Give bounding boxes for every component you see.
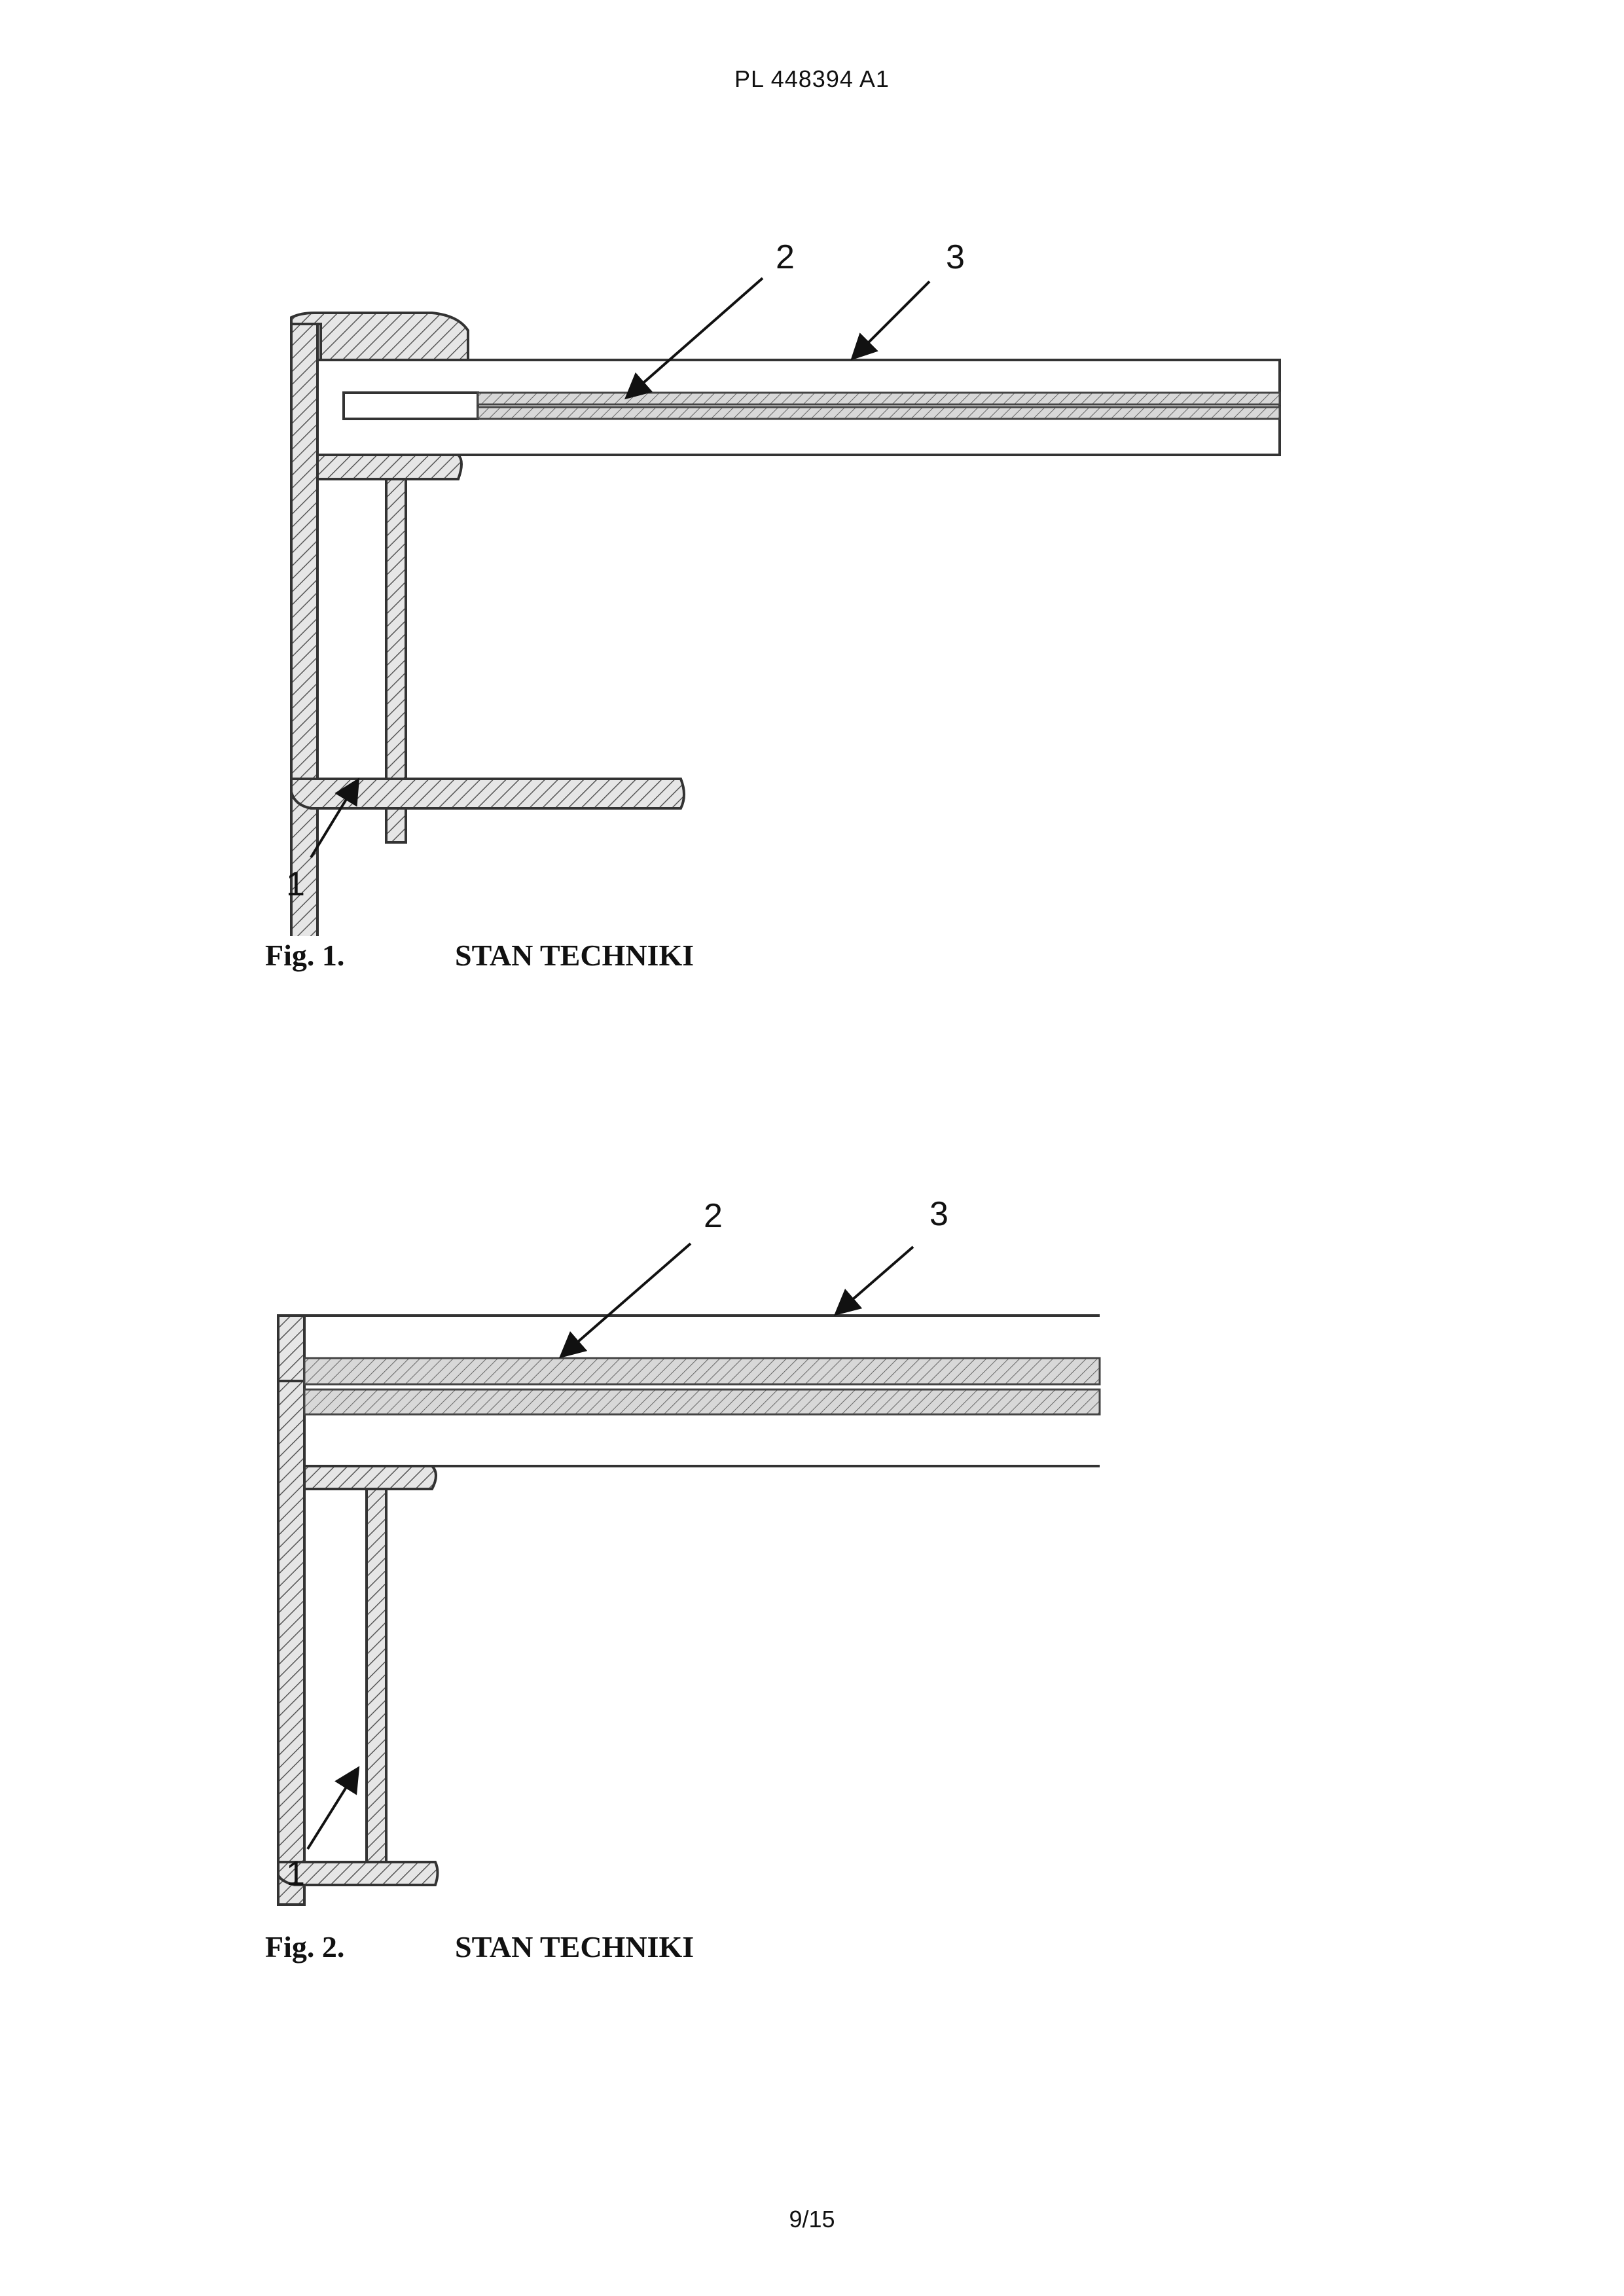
leader-arrow-1 xyxy=(308,1770,357,1849)
document-number: PL 448394 A1 xyxy=(0,65,1624,93)
ref-label-2: 2 xyxy=(704,1197,723,1235)
figure-1-caption-text: STAN TECHNIKI xyxy=(455,938,694,973)
page-number: 9/15 xyxy=(0,2206,1624,2233)
ref-label-2: 2 xyxy=(776,238,795,276)
leader-arrow-3 xyxy=(838,1247,913,1312)
figure-2-caption-text: STAN TECHNIKI xyxy=(455,1929,694,1964)
figure-1-drawing: 2 3 1 xyxy=(0,196,1624,936)
figure-1-caption-label: Fig. 1. xyxy=(265,938,344,973)
laminated-layer-2 xyxy=(304,1358,1100,1414)
ref-label-3: 3 xyxy=(929,1195,948,1233)
figure-2-caption-label: Fig. 2. xyxy=(265,1929,344,1964)
ref-label-3: 3 xyxy=(946,238,965,276)
figure-2-drawing: 2 3 1 xyxy=(0,1178,1624,1911)
ref-label-1: 1 xyxy=(286,1855,305,1893)
leader-arrow-2 xyxy=(563,1244,691,1355)
ref-label-1: 1 xyxy=(286,865,305,903)
leader-arrow-3 xyxy=(854,281,929,357)
